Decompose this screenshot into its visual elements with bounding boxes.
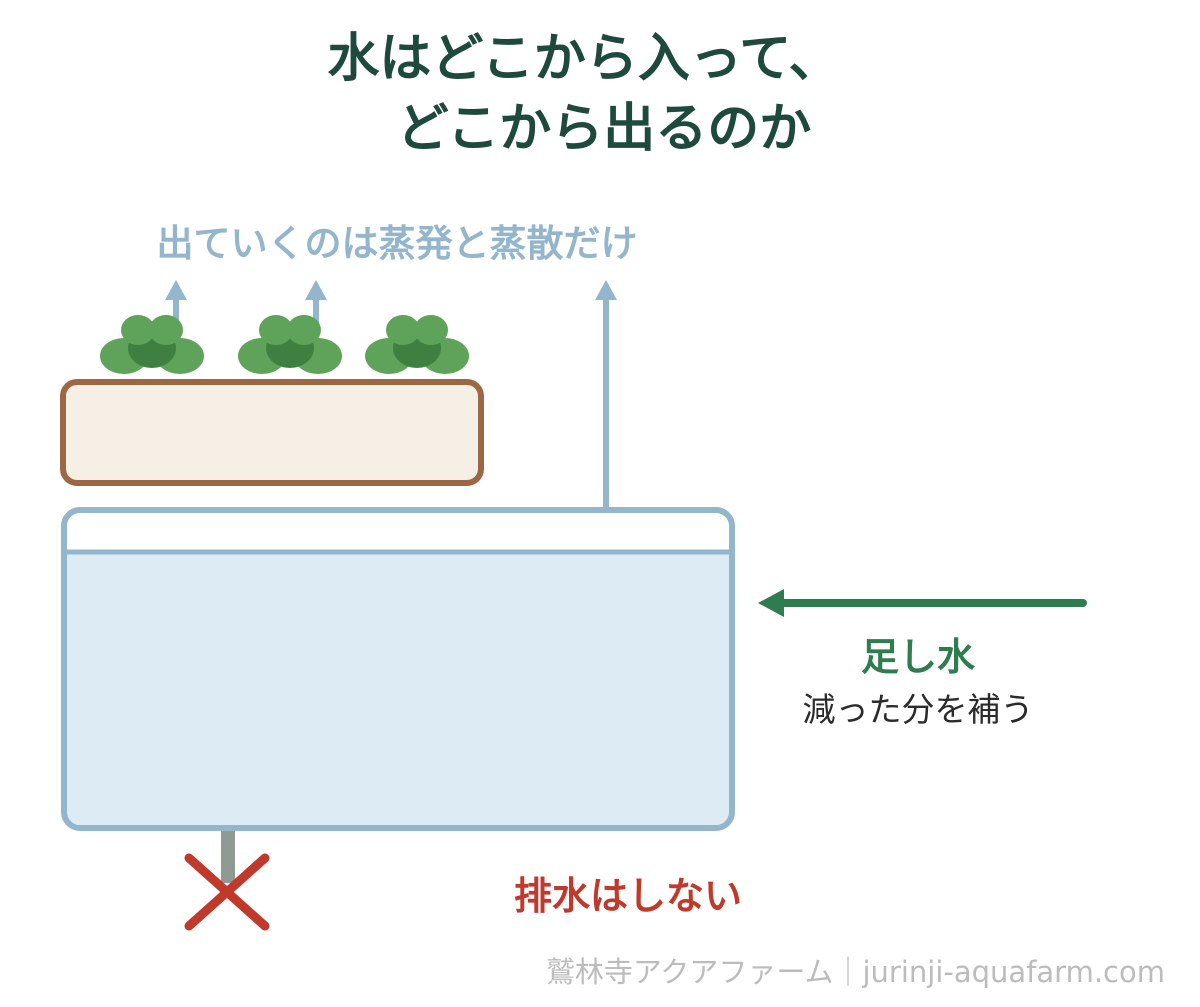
plant-icon — [238, 315, 342, 374]
inflow-label: 足し水 — [861, 635, 976, 679]
evaporation-arrow-3 — [595, 280, 617, 508]
drain-label: 排水はしない — [514, 874, 742, 918]
inflow-sublabel: 減った分を補う — [803, 690, 1034, 729]
inflow-arrow — [758, 589, 1087, 617]
plant-icon — [100, 315, 204, 374]
credit-text: 鷲林寺アクアファーム｜jurinji-aquafarm.com — [546, 955, 1165, 989]
water-tank-outline — [61, 507, 735, 831]
evaporation-label: 出ていくのは蒸発と蒸散だけ — [157, 222, 638, 265]
tank-water — [67, 552, 729, 825]
cross-icon — [184, 853, 270, 931]
drain-pipe — [221, 831, 235, 883]
title-line-1: 水はどこから入って、 — [327, 29, 840, 89]
plant-icon — [365, 315, 469, 374]
title-line-2: どこから出るのか — [397, 99, 811, 159]
grow-bed — [60, 379, 484, 486]
